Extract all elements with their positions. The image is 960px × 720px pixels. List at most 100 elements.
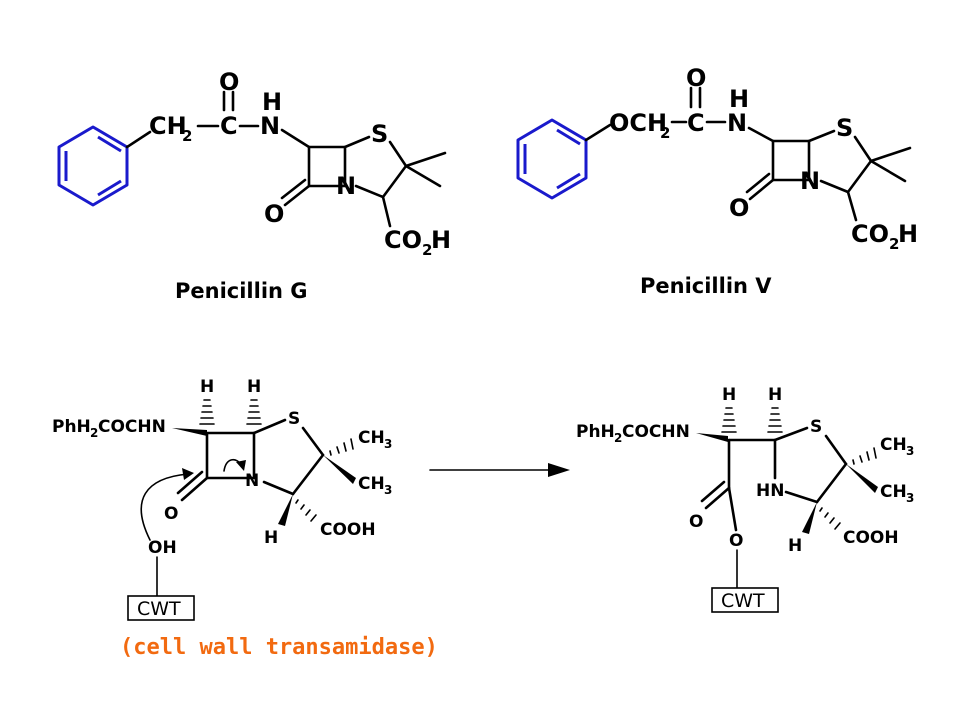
lactam-o: O	[264, 200, 284, 228]
ring-n: N	[245, 471, 259, 491]
carbonyl-o: O	[219, 68, 239, 96]
side-chain-phh: PhH	[576, 422, 615, 442]
hashed-bond	[246, 399, 262, 425]
side-chain-ch: CH	[149, 112, 187, 140]
bond	[773, 426, 809, 442]
bond	[824, 434, 848, 466]
penicillin-g-structure: CH 2 C O H N O N S CO 2 H	[57, 68, 451, 259]
acyl-enzyme-product: PhH 2 COCHN H H O O CWT S H	[576, 385, 914, 613]
hashed-bond	[767, 407, 783, 433]
bond	[815, 462, 848, 504]
bond	[381, 195, 392, 228]
lactam-o: O	[164, 504, 178, 524]
wedge-bond	[696, 433, 728, 442]
double-bond	[700, 480, 726, 503]
acid-h: H	[431, 226, 451, 254]
ester-o-link: O	[729, 531, 743, 551]
reaction-arrow	[429, 463, 570, 477]
stereo-h-2: H	[247, 377, 261, 397]
arrowhead	[182, 468, 194, 480]
methyl-2: CH	[880, 482, 907, 502]
enzyme-box	[127, 595, 195, 621]
side-chain-sub: 2	[614, 431, 622, 445]
methyl-bond	[869, 146, 912, 163]
wedge-bond	[323, 455, 356, 484]
sulfur: S	[810, 417, 822, 437]
side-chain-cochn: COCHN	[622, 422, 690, 442]
stereo-h-3: H	[264, 528, 278, 548]
hashed-bond	[199, 399, 215, 425]
side-chain-sub: 2	[182, 127, 192, 145]
bond	[252, 418, 287, 435]
acid-h: H	[898, 220, 918, 248]
enzyme-box	[711, 587, 779, 613]
acid-cooh: COOH	[843, 528, 899, 548]
beta-lactam-ring	[205, 431, 256, 480]
bond	[584, 123, 612, 142]
methyl-1: CH	[880, 435, 907, 455]
penicillin-v-title: Penicillin V	[640, 274, 772, 298]
benzene-inner-bond	[97, 135, 122, 153]
side-chain-sub: 2	[90, 426, 98, 440]
stereo-h-1: H	[722, 385, 736, 405]
wedge-bond	[278, 494, 293, 526]
carbonyl-o: O	[686, 64, 706, 92]
enzyme-label: CWT	[137, 598, 181, 620]
lactam-o: O	[729, 194, 749, 222]
bond	[807, 129, 836, 143]
hashed-bond	[852, 447, 877, 465]
side-chain-och: OCH	[609, 109, 667, 137]
bond	[180, 476, 209, 502]
ester-o-carbonyl: O	[689, 512, 703, 532]
stereo-h-3: H	[788, 536, 802, 556]
ring-nh: HN	[756, 481, 784, 501]
bond	[846, 159, 873, 194]
penicillin-v-structure: OCH 2 C O H N O N S CO 2 H	[516, 64, 918, 253]
amide-h: H	[262, 88, 282, 116]
double-bond	[176, 470, 204, 495]
sulfur: S	[288, 409, 300, 429]
enzyme-caption: (cell wall transamidase)	[120, 635, 438, 660]
carbonyl-c: C	[220, 112, 238, 140]
carbonyl-c: C	[687, 109, 705, 137]
bond	[343, 135, 371, 149]
acid-sub: 2	[889, 235, 899, 253]
ring-n: N	[336, 172, 356, 200]
acid-cooh: COOH	[320, 520, 376, 540]
methyl-1: CH	[358, 428, 385, 448]
bond	[125, 130, 152, 149]
methyl-bond	[404, 151, 447, 168]
methyl-1-sub: 3	[906, 444, 914, 458]
benzene-inner-bond	[97, 179, 122, 197]
enzyme-label: CWT	[721, 590, 765, 612]
benzene-inner-bond	[556, 172, 581, 190]
side-chain-cochn: COCHN	[98, 417, 166, 437]
bond	[388, 140, 408, 168]
bond	[819, 179, 850, 194]
methyl-bond	[869, 159, 907, 183]
ring-n: N	[800, 167, 820, 195]
bond	[301, 426, 325, 457]
methyl-1-sub: 3	[384, 437, 392, 451]
methyl-2-sub: 3	[384, 483, 392, 497]
bond	[704, 486, 731, 510]
hashed-bond	[819, 507, 841, 530]
bond	[291, 453, 325, 496]
benzene-ring-g	[57, 125, 129, 207]
methyl-2: CH	[358, 474, 385, 494]
acylation-reactant: PhH 2 COCHN H H O N S	[52, 377, 438, 660]
bond	[354, 184, 385, 199]
hashed-bond	[721, 407, 737, 433]
sulfur: S	[371, 120, 388, 148]
benzene-inner-bond	[556, 128, 581, 146]
bond	[381, 164, 408, 199]
wedge-bond	[172, 428, 207, 436]
sulfur: S	[836, 114, 853, 142]
double-bond	[745, 172, 771, 194]
side-chain-phh: PhH	[52, 417, 91, 437]
hydroxyl: OH	[148, 538, 177, 558]
acid-co: CO	[384, 226, 422, 254]
wedge-bond	[802, 502, 817, 534]
bond	[853, 135, 873, 163]
